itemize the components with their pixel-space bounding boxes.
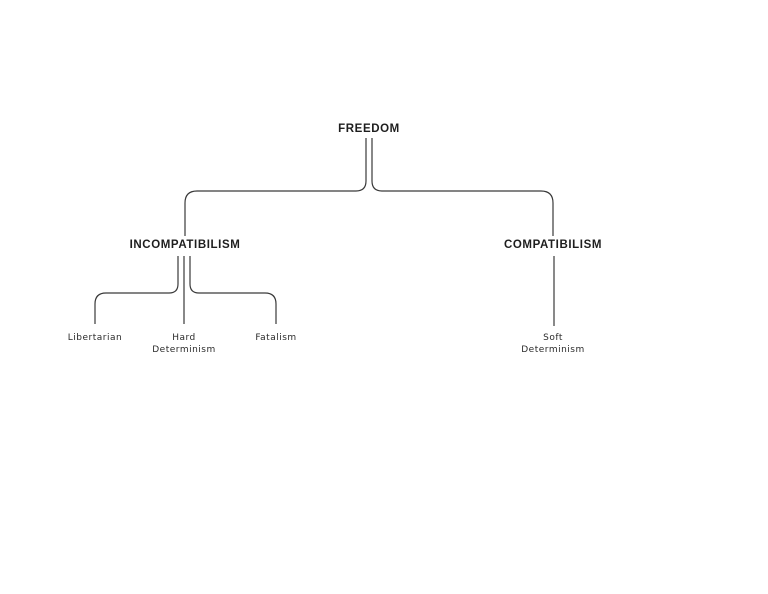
leaf-node-label-line: Fatalism — [255, 333, 297, 343]
connector-incompatibilism-to-libertarian — [94, 256, 179, 324]
leaf-node-label-line: Determinism — [152, 344, 216, 355]
root-node-freedom: FREEDOM — [338, 123, 400, 135]
branch-node-incompatibilism: INCOMPATIBILISM — [129, 239, 241, 251]
leaf-node-hard-determinism: Hard Determinism — [152, 333, 216, 356]
leaf-node-label-line: Soft — [543, 333, 563, 343]
leaf-node-fatalism: Fatalism — [255, 333, 296, 345]
leaf-node-libertarian: Libertarian — [68, 333, 122, 345]
connector-freedom-to-compatibilism — [371, 138, 554, 236]
leaf-node-label-line: Libertarian — [67, 333, 123, 343]
connector-freedom-to-incompatibilism — [184, 138, 367, 236]
connector-incompatibilism-to-fatalism — [189, 256, 277, 324]
leaf-node-soft-determinism: Soft Determinism — [521, 333, 585, 356]
branch-node-compatibilism: COMPATIBILISM — [503, 239, 603, 251]
leaf-node-label-line: Determinism — [521, 344, 585, 355]
leaf-node-label-line: Hard — [172, 333, 196, 343]
